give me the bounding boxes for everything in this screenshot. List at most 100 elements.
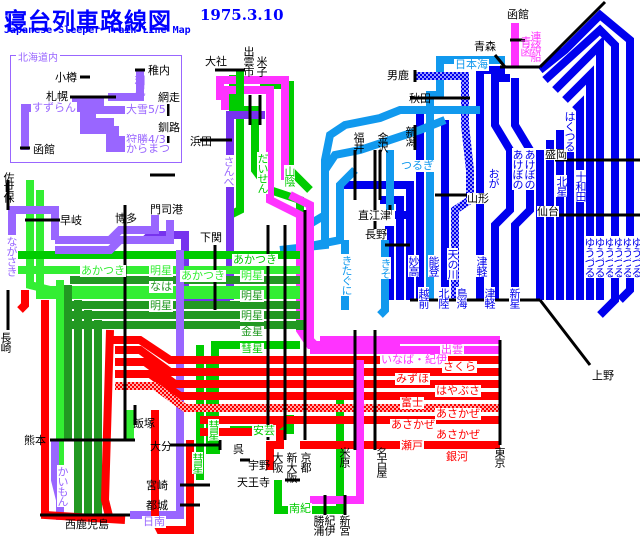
station-nagoya: 名古屋: [375, 447, 388, 477]
station-oga: 男鹿: [387, 69, 409, 82]
train-izumo: 出雲: [440, 343, 464, 356]
train-myojo-2: 明星: [240, 269, 264, 282]
train-daisen: だいせん: [256, 152, 269, 194]
route-sanbe: [226, 111, 265, 300]
station-hakodate: 函館: [507, 8, 529, 21]
station-hakata: 博多: [115, 212, 137, 225]
station-bars: [6, 38, 640, 517]
train-sanbe: さんべ: [222, 155, 235, 187]
route-rishiri: [108, 70, 144, 101]
train-amanogawa: 天の川: [446, 248, 459, 280]
train-sakura: さくら: [442, 360, 477, 373]
station-aomori: 青森: [474, 40, 496, 53]
station-otaru: 小樽: [55, 71, 77, 84]
train-akatsuki-2: あかつき: [80, 264, 126, 277]
station-uno: 宇野: [248, 459, 270, 472]
train-taisetsu: 大雪5/5: [125, 103, 167, 116]
station-shin-osaka: 新大阪: [285, 452, 298, 482]
map-title: 寝台列車路線図: [4, 8, 172, 35]
map-date: 1975.3.10: [200, 6, 284, 24]
station-iizuka: 飯塚: [133, 417, 155, 430]
train-hayabusa: はやぶさ: [435, 384, 481, 397]
train-akebono-2: あけぼの: [523, 148, 536, 190]
station-sendai: 仙台: [537, 205, 559, 218]
station-ueno: 上野: [592, 369, 614, 382]
station-kii-katsuura: 紀伊勝浦: [312, 515, 336, 535]
train-yuzuru-2: ゆうづる: [593, 236, 606, 278]
hokkaido-inset: [10, 55, 182, 163]
map-subtitle: Japanese Sleeper Train Line Map: [4, 25, 191, 36]
station-sapporo: 札幌: [46, 90, 68, 103]
train-tsurugi: つるぎ: [400, 159, 435, 172]
train-nagasaki: ながさき: [5, 235, 18, 277]
train-akatsuki-1: あかつき: [232, 253, 278, 266]
station-yonago: 米子: [255, 56, 268, 76]
train-inaba-kii: いなば・紀伊: [380, 353, 448, 366]
train-seikan-short: 青函: [519, 36, 532, 56]
station-kure: 呉: [233, 443, 244, 456]
train-oga: おが: [487, 167, 500, 189]
train-suisei-1: 彗星: [240, 342, 264, 355]
train-suzuran: すずらん: [31, 101, 77, 114]
train-chokai: 鳥海: [455, 287, 468, 309]
train-towada: 十和田: [574, 170, 587, 202]
train-kiso: きそ: [379, 257, 392, 279]
station-oita: 大分: [150, 440, 172, 453]
train-kinsei: 金星: [240, 325, 264, 338]
train-nanki: 南紀: [288, 502, 312, 515]
station-sasebo: 佐世保: [2, 172, 15, 202]
train-akebono-1: あけぼの: [511, 148, 524, 190]
train-myojo-3: 明星: [149, 299, 173, 312]
station-nagano: 長野: [365, 228, 387, 241]
route-nagasaki: [8, 206, 59, 255]
train-seikan-ferry: 連絡船: [529, 31, 542, 61]
train-nihonkai: 日本海: [454, 58, 489, 71]
train-tsugaru-2: 津軽: [483, 287, 496, 309]
train-aki: 安芸: [252, 424, 276, 437]
train-naha: なは: [149, 280, 173, 293]
route-kii: [310, 360, 364, 504]
route-nichinan: [130, 250, 184, 519]
station-maibara: 米原: [338, 447, 351, 467]
train-ginga: 銀河: [445, 450, 469, 463]
train-suisei-3: 彗星: [191, 452, 204, 474]
train-asakaze-1: あさかぜ: [435, 407, 481, 420]
station-nagasaki: 長崎: [0, 332, 12, 352]
station-kumamoto: 熊本: [24, 434, 46, 447]
train-noto: 能登: [427, 255, 440, 277]
station-hayaki: 早岐: [60, 214, 82, 227]
train-myojo-5: 明星: [240, 309, 264, 322]
train-kitaguni: きたぐに: [340, 254, 353, 296]
train-yuzuru-4: ゆうづる: [612, 236, 625, 278]
train-myoko: 妙高: [407, 255, 420, 277]
station-abashiri: 網走: [158, 91, 180, 104]
train-hokusei: 北星: [555, 175, 568, 197]
train-kaimon: かいもん: [56, 465, 69, 507]
station-kyoto: 京都: [299, 452, 312, 472]
train-seto: 瀬戸: [400, 439, 424, 452]
train-myojo-1: 明星: [149, 264, 173, 277]
train-yuzuru-5: ゆうづる: [621, 236, 634, 278]
train-echizen: 越前: [417, 287, 430, 309]
station-miyazaki: 宮崎: [146, 479, 168, 492]
station-wakkanai: 稚内: [148, 64, 170, 77]
station-taisha: 大社: [205, 55, 227, 68]
train-yuzuru-6: ゆうづる: [630, 236, 640, 278]
train-fuji: 富士: [400, 396, 424, 409]
station-fukui: 福井: [352, 132, 365, 152]
station-hakodate-hk: 函館: [33, 143, 55, 156]
train-mizuho: みずほ: [395, 372, 430, 385]
station-akita: 秋田: [409, 92, 431, 105]
station-tokyo: 東京: [493, 447, 506, 467]
hokkaido-inset-label: 北海道内: [16, 49, 60, 64]
train-hakutsuru: はくつる: [563, 110, 576, 152]
tokaido-magenta-lines: [310, 336, 500, 504]
station-tennoji: 天王寺: [237, 476, 270, 489]
station-shimonoseki: 下関: [200, 231, 222, 244]
station-osaka: 大阪: [271, 452, 284, 472]
train-tsugaru-1: 津軽: [475, 255, 488, 277]
station-miyakonojo: 都城: [146, 499, 168, 512]
train-rishiri: 利尻: [133, 75, 146, 95]
train-hokuriku: 北陸: [437, 287, 450, 309]
